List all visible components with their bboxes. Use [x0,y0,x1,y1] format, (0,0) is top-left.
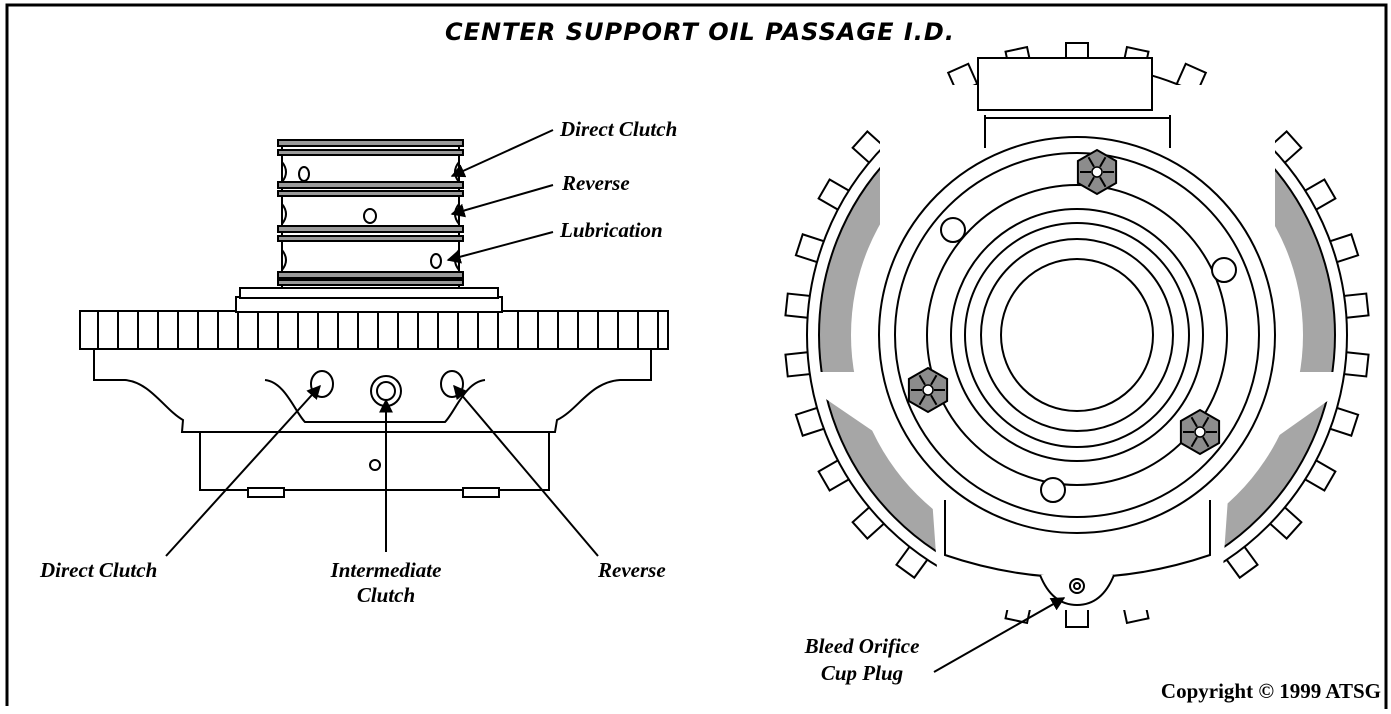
hub-hole-direct [298,166,310,182]
side-view-arrows [165,129,599,557]
hex-plug-slot [1202,416,1210,428]
end-view [784,42,1370,628]
hex-plug-slot [930,374,938,386]
hex-plug-slot [1190,436,1198,448]
arrow-lube [446,231,554,264]
ring-1 [878,136,1276,534]
foot-left [247,487,285,498]
hex-plug-slot [930,394,938,406]
seal-ring [277,271,464,279]
hex-plug-slot [918,374,926,386]
label-bleed-line1: Bleed Orifice [804,634,920,658]
gear-band [79,310,669,350]
face-hole [1211,257,1237,283]
gear-teeth [97,312,659,348]
arrow-bleed [933,597,1066,673]
upper-plate [239,287,499,299]
base-hole [369,459,381,471]
face-hole [1040,477,1066,503]
top-tab [977,57,1153,111]
hub-hole-lube [430,253,442,269]
seal-ring [277,190,464,197]
foot-right [462,487,500,498]
hex-plug-center [1091,166,1103,178]
center-bore [1000,258,1154,412]
copyright-notice: Copyright © 1999 ATSG [1161,679,1381,703]
arrow-reverse-top [450,184,554,218]
face-hole [940,217,966,243]
arrow-direct-top [450,129,554,178]
ring-6 [980,238,1174,432]
side-view [79,139,669,498]
label-lubrication: Lubrication [559,218,663,242]
hub-hole-reverse [363,208,377,224]
arrow-reverse-bottom [453,384,599,557]
top-recess [984,115,1171,148]
hex-plug-slot [1087,176,1095,188]
hex-plug-slot [918,394,926,406]
seal-ring [277,235,464,242]
frame-border [5,3,1388,709]
seal-ring [277,181,464,189]
lower-plate [235,296,503,313]
body-recess [264,379,486,423]
bleed-orifice-inner [1073,582,1081,590]
body-hole-intermediate-inner [376,381,396,401]
label-direct-clutch-top: Direct Clutch [559,117,677,141]
ring-3 [926,184,1228,486]
ring-4 [950,208,1204,462]
page-title: CENTER SUPPORT OIL PASSAGE I.D. [445,18,955,46]
ring-2 [894,152,1260,518]
hex-plug-slot [1202,436,1210,448]
hex-plug-slot [1099,176,1107,188]
label-bleed-line2: Cup Plug [821,661,903,685]
lower-base [199,427,550,491]
hex-plug-slot [1190,416,1198,428]
hex-plug-slot [1099,156,1107,168]
hex-plugs [907,148,1221,456]
seal-ring [277,149,464,156]
hex-plug-center [922,384,934,396]
arrow-direct-bottom [165,384,321,557]
label-intermediate-line2: Clutch [357,583,415,607]
hex-plug-center [1194,426,1206,438]
hex-plug-slot [1087,156,1095,168]
seal-ring [277,139,464,147]
ring-5 [964,222,1190,448]
label-intermediate-line1: Intermediate [330,558,442,582]
label-direct-clutch-bottom: Direct Clutch [39,558,157,582]
seal-ring [277,279,464,286]
seal-ring [277,225,464,233]
label-reverse-top: Reverse [561,171,630,195]
label-reverse-bottom: Reverse [597,558,666,582]
